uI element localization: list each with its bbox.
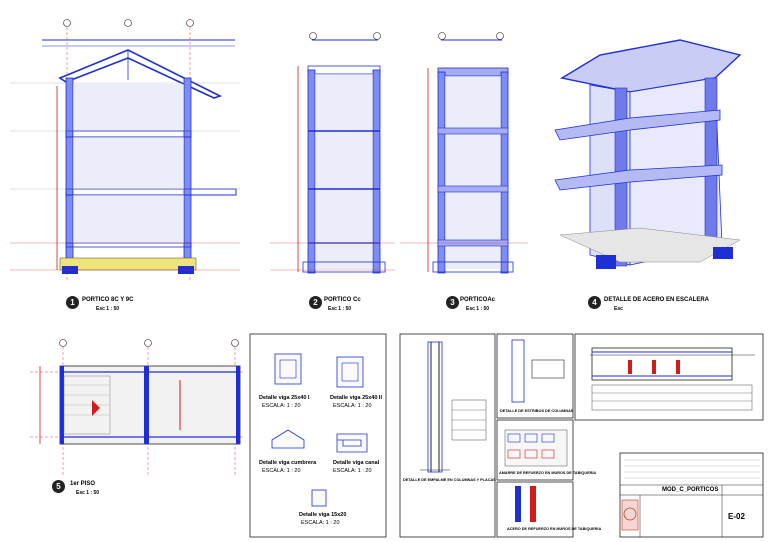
portico-cc-elevation — [270, 32, 395, 274]
view-3-scale: Esc 1 : 50 — [466, 306, 490, 312]
stirrups-caption: DETALLE DE ESTRIBOS DE COLUMNAS — [500, 409, 574, 413]
beam-detail-4-title: Detalle viga canal — [333, 460, 380, 466]
view-2-scale: Esc 1 : 50 — [328, 306, 352, 312]
view-2-title: PORTICO Cc — [324, 297, 361, 303]
beam-longitudinal-detail — [574, 333, 764, 421]
columns-splice-caption: DETALLE DE EMPALME EN COLUMNAS Y PLACAS — [403, 478, 496, 482]
view-3-title: PORTICOAc — [460, 297, 496, 303]
sheet-name: MOD_C_PORTICOS — [662, 487, 719, 493]
view-4-number: 4 — [588, 296, 601, 309]
beam-detail-5-title: Detalle viga 15x20 — [299, 512, 347, 518]
column-splice-detail — [399, 333, 496, 538]
beam-detail-2-title: Detalle viga 25x40 II — [330, 395, 382, 401]
view-2-number: 2 — [309, 296, 322, 309]
beam-detail-1-title: Detalle viga 25x40 I — [259, 395, 310, 401]
beam-detail-2-scale: ESCALA: 1 : 20 — [333, 403, 372, 409]
portico-8c-9c-elevation — [10, 19, 240, 280]
view-5-number: 5 — [52, 480, 65, 493]
masonry-caption: AMARRE DE REFUERZO EN MUROS DE TABIQUERI… — [499, 471, 597, 475]
beam-detail-4-scale: ESCALA: 1 : 20 — [333, 468, 372, 474]
view-1-scale: Esc 1 : 50 — [96, 306, 120, 312]
view-1-title: PORTICO 8C Y 9C — [82, 297, 134, 303]
title-block — [619, 452, 764, 538]
porticoac-elevation — [400, 32, 528, 274]
view-5-title: 1er PISO — [70, 481, 96, 487]
view-1-number: 1 — [66, 296, 79, 309]
view-5-scale: Esc 1 : 50 — [76, 490, 100, 496]
stirrups-and-masonry-details — [496, 333, 574, 538]
steel-3d-detail — [554, 39, 742, 269]
first-floor-plan — [30, 339, 245, 475]
beam-detail-3-title: Detalle viga cumbrera — [259, 460, 317, 466]
view-4-scale: Esc — [614, 306, 623, 312]
view-4-title: DETALLE DE ACERO EN ESCALERA — [604, 297, 710, 303]
beam-detail-1-scale: ESCALA: 1 : 20 — [262, 403, 301, 409]
beam-detail-5-scale: ESCALA: 1 : 20 — [301, 520, 340, 526]
beam-details-panel — [249, 333, 387, 538]
view-3-number: 3 — [446, 296, 459, 309]
rebar-caption: ACERO DE REFUERZO EN MUROS DE TABIQUERIA — [507, 527, 602, 531]
sheet-number: E-02 — [728, 512, 745, 521]
beam-detail-3-scale: ESCALA: 1 : 20 — [262, 468, 301, 474]
